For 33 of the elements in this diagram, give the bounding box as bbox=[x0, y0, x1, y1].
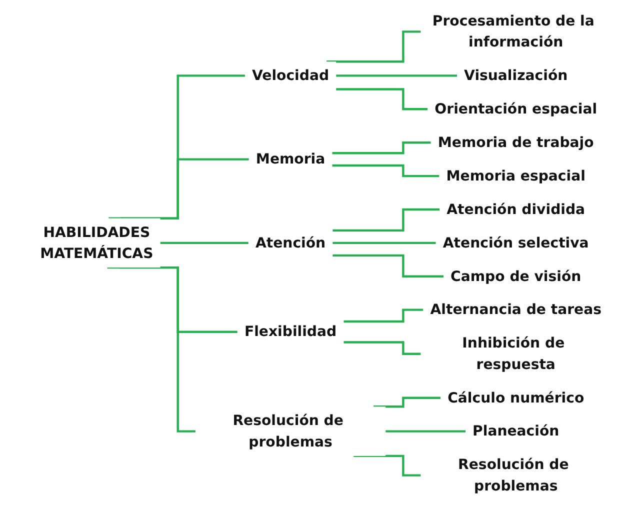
connector bbox=[336, 88, 429, 110]
connector bbox=[344, 308, 424, 323]
connector bbox=[336, 74, 458, 77]
node-text: Atención bbox=[255, 234, 326, 251]
connector bbox=[108, 74, 246, 220]
node-text: Memoria bbox=[256, 150, 326, 168]
connector bbox=[120, 158, 250, 220]
node-text: Resolución de problemas bbox=[458, 456, 569, 494]
connector bbox=[374, 396, 442, 408]
connector bbox=[332, 142, 432, 154]
node-text: Procesamiento de la información bbox=[432, 12, 594, 50]
connector bbox=[344, 341, 422, 355]
node-text: Memoria de trabajo bbox=[438, 134, 594, 151]
node-text: Visualización bbox=[464, 66, 568, 84]
connector bbox=[332, 254, 445, 278]
node-text: Campo de visión bbox=[450, 268, 582, 284]
node-text: Cálculo numérico bbox=[448, 389, 584, 406]
node-text: Inhibición de respuesta bbox=[462, 334, 565, 372]
connector bbox=[160, 242, 250, 244]
node-text: Atención dividida bbox=[446, 200, 586, 218]
connector bbox=[107, 266, 197, 432]
connector bbox=[326, 30, 422, 63]
node-text: Flexibilidad bbox=[244, 323, 337, 340]
connector bbox=[332, 208, 441, 232]
connector bbox=[386, 430, 467, 432]
node-text: Alternancia de tareas bbox=[430, 301, 602, 318]
node-text: Atención selectiva bbox=[442, 234, 589, 251]
connector bbox=[332, 164, 440, 178]
connector bbox=[332, 242, 437, 244]
node-text: Planeación bbox=[472, 422, 560, 440]
node-text: Orientación espacial bbox=[434, 100, 598, 118]
connector bbox=[354, 454, 422, 476]
node-text: Memoria espacial bbox=[446, 167, 586, 184]
